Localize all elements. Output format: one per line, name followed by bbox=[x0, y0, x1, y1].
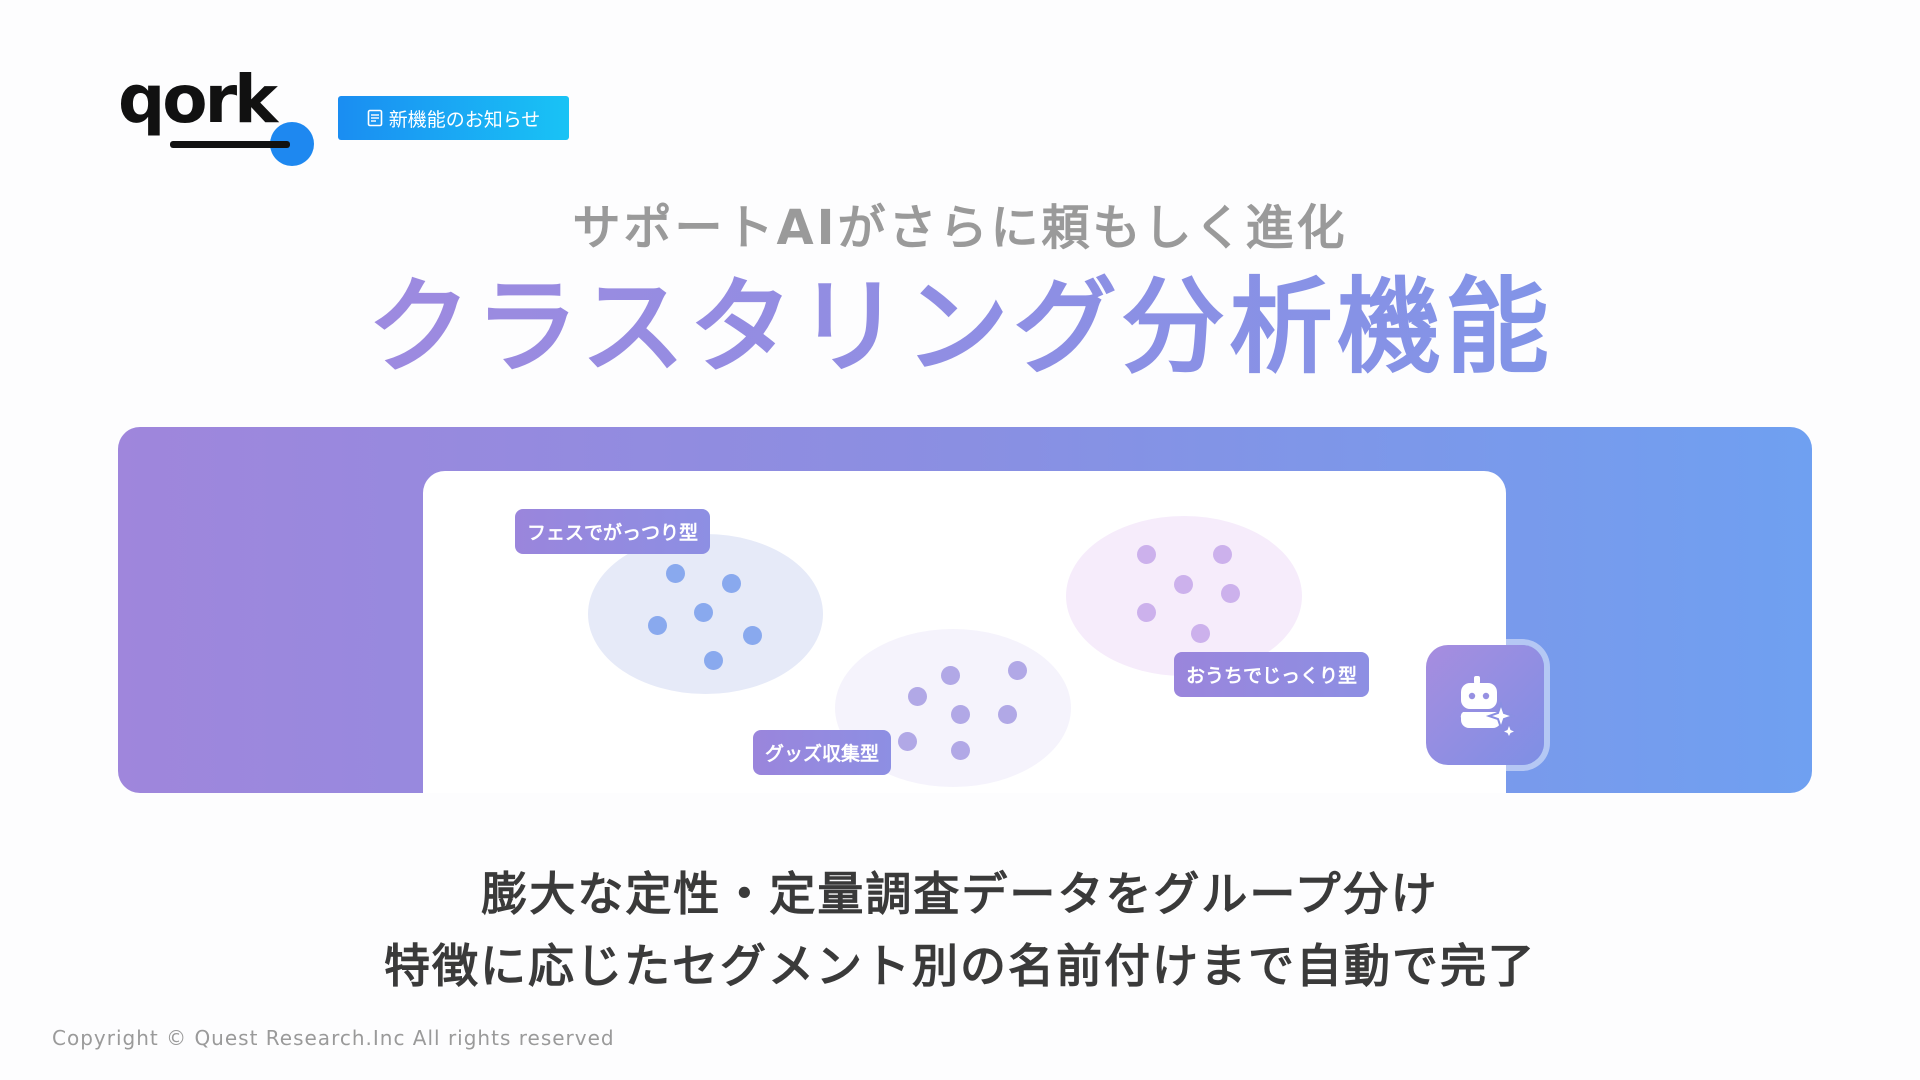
cluster-dot bbox=[1191, 624, 1210, 643]
cluster-dot bbox=[1137, 545, 1156, 564]
cluster-blob-3 bbox=[1066, 516, 1302, 676]
description-line-2: 特徴に応じたセグメント別の名前付けまで自動で完了 bbox=[384, 939, 1536, 993]
news-badge-label: 新機能のお知らせ bbox=[388, 108, 541, 131]
cluster-dot bbox=[1174, 575, 1193, 594]
cluster-dot bbox=[1008, 661, 1027, 680]
cluster-tag-1: フェスでがっつり型 bbox=[515, 509, 711, 554]
qork-logo: qork bbox=[118, 67, 314, 166]
newspaper-icon bbox=[367, 109, 382, 127]
cluster-dot bbox=[1213, 545, 1232, 564]
subtitle: サポートAIがさらに頼もしく進化 bbox=[572, 200, 1348, 256]
cluster-tag-2: グッズ収集型 bbox=[753, 730, 892, 775]
robot-sparkle-icon bbox=[1460, 676, 1515, 736]
cluster-dot bbox=[898, 732, 917, 751]
ai-assistant-button[interactable] bbox=[1426, 645, 1544, 765]
cluster-dot bbox=[704, 651, 723, 670]
cluster-tag-label: フェスでがっつり型 bbox=[527, 522, 699, 544]
cluster-tag-label: グッズ収集型 bbox=[765, 743, 880, 765]
cluster-dot bbox=[666, 564, 685, 583]
description-line-1: 膨大な定性・定量調査データをグループ分け bbox=[481, 867, 1439, 921]
cluster-dot bbox=[941, 666, 960, 685]
cluster-dot bbox=[951, 741, 970, 760]
cluster-panel: フェスでがっつり型 グッズ収集型 おうちでじっくり型 bbox=[423, 471, 1506, 793]
cluster-dot bbox=[722, 574, 741, 593]
cluster-dot bbox=[908, 687, 927, 706]
cluster-tag-label: おうちでじっくり型 bbox=[1186, 665, 1358, 687]
news-badge: 新機能のお知らせ bbox=[338, 96, 569, 140]
cluster-tag-3: おうちでじっくり型 bbox=[1174, 652, 1370, 697]
cluster-dot bbox=[1137, 603, 1156, 622]
cluster-dot bbox=[951, 705, 970, 724]
cluster-dot bbox=[694, 603, 713, 622]
cluster-dot bbox=[1221, 584, 1240, 603]
cluster-dot bbox=[743, 626, 762, 645]
cluster-dot bbox=[648, 616, 667, 635]
logo-underline bbox=[170, 141, 290, 148]
copyright-text: Copyright © Quest Research.Inc All right… bbox=[52, 1026, 615, 1050]
cluster-dot bbox=[998, 705, 1017, 724]
logo-text: qork bbox=[118, 61, 278, 138]
main-title: クラスタリング分析機能 bbox=[0, 270, 1920, 385]
